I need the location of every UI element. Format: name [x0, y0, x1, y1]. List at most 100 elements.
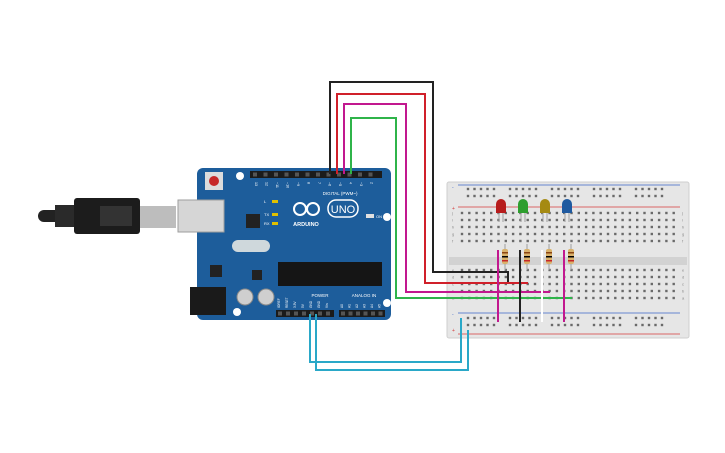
- breadboard-hole[interactable]: [511, 275, 515, 279]
- rail-hole[interactable]: [576, 194, 580, 198]
- led-blue[interactable]: [562, 199, 572, 213]
- power-pin-socket[interactable]: [278, 311, 282, 316]
- breadboard-hole[interactable]: [599, 232, 602, 236]
- breadboard-hole[interactable]: [584, 282, 588, 286]
- breadboard-hole[interactable]: [490, 225, 493, 229]
- breadboard-hole[interactable]: [570, 275, 573, 279]
- rail-hole[interactable]: [473, 323, 476, 327]
- breadboard-hole[interactable]: [533, 211, 537, 215]
- breadboard-hole[interactable]: [672, 239, 675, 243]
- rail-hole[interactable]: [486, 194, 489, 198]
- breadboard-hole[interactable]: [650, 289, 653, 293]
- breadboard-hole[interactable]: [657, 275, 661, 279]
- breadboard-hole[interactable]: [665, 275, 668, 279]
- breadboard-hole[interactable]: [650, 232, 653, 236]
- breadboard-hole[interactable]: [548, 282, 551, 286]
- breadboard-hole[interactable]: [504, 268, 507, 272]
- breadboard-hole[interactable]: [584, 232, 588, 236]
- breadboard-hole[interactable]: [563, 225, 566, 229]
- breadboard-hole[interactable]: [548, 218, 551, 222]
- breadboard-hole[interactable]: [475, 218, 478, 222]
- breadboard-hole[interactable]: [468, 232, 471, 236]
- breadboard-hole[interactable]: [482, 268, 486, 272]
- breadboard-hole[interactable]: [599, 239, 602, 243]
- power-pin-socket[interactable]: [286, 311, 290, 316]
- breadboard-hole[interactable]: [482, 211, 486, 215]
- breadboard-hole[interactable]: [490, 275, 493, 279]
- rail-hole[interactable]: [563, 194, 567, 198]
- rail-hole[interactable]: [647, 187, 651, 191]
- breadboard-hole[interactable]: [533, 268, 537, 272]
- breadboard-hole[interactable]: [511, 268, 515, 272]
- breadboard-hole[interactable]: [555, 289, 559, 293]
- breadboard-hole[interactable]: [665, 282, 668, 286]
- breadboard-hole[interactable]: [614, 225, 617, 229]
- breadboard-hole[interactable]: [563, 232, 566, 236]
- rail-hole[interactable]: [492, 316, 496, 320]
- breadboard-hole[interactable]: [584, 275, 588, 279]
- breadboard-hole[interactable]: [592, 275, 595, 279]
- rail-hole[interactable]: [641, 316, 644, 320]
- breadboard-hole[interactable]: [490, 268, 493, 272]
- breadboard-hole[interactable]: [526, 225, 529, 229]
- breadboard-hole[interactable]: [584, 211, 588, 215]
- breadboard-hole[interactable]: [665, 218, 668, 222]
- rail-hole[interactable]: [466, 323, 470, 327]
- breadboard-hole[interactable]: [628, 268, 632, 272]
- rail-hole[interactable]: [647, 323, 651, 327]
- rail-hole[interactable]: [654, 194, 657, 198]
- rail-hole[interactable]: [570, 187, 573, 191]
- digital-pin-socket[interactable]: [253, 172, 257, 177]
- rail-hole[interactable]: [618, 194, 622, 198]
- wire-magenta[interactable]: [343, 103, 550, 293]
- rail-hole[interactable]: [492, 187, 496, 191]
- breadboard-hole[interactable]: [570, 218, 573, 222]
- rail-hole[interactable]: [550, 194, 554, 198]
- breadboard-hole[interactable]: [636, 211, 639, 215]
- rail-hole[interactable]: [515, 194, 518, 198]
- rail-hole[interactable]: [634, 194, 638, 198]
- breadboard-hole[interactable]: [657, 282, 661, 286]
- rail-hole[interactable]: [660, 316, 664, 320]
- rail-hole[interactable]: [508, 316, 512, 320]
- rail-hole[interactable]: [576, 316, 580, 320]
- rail-hole[interactable]: [592, 316, 596, 320]
- rail-hole[interactable]: [599, 323, 602, 327]
- breadboard-hole[interactable]: [672, 268, 675, 272]
- breadboard-hole[interactable]: [482, 218, 486, 222]
- breadboard-hole[interactable]: [614, 282, 617, 286]
- breadboard-hole[interactable]: [475, 239, 478, 243]
- breadboard-hole[interactable]: [614, 268, 617, 272]
- breadboard-hole[interactable]: [650, 239, 653, 243]
- analog-pin-socket[interactable]: [378, 311, 383, 316]
- rail-hole[interactable]: [521, 323, 525, 327]
- breadboard-hole[interactable]: [650, 268, 653, 272]
- breadboard-hole[interactable]: [628, 282, 632, 286]
- breadboard-hole[interactable]: [577, 289, 580, 293]
- breadboard-hole[interactable]: [643, 282, 646, 286]
- breadboard-hole[interactable]: [599, 296, 602, 300]
- rail-hole[interactable]: [508, 187, 512, 191]
- rail-hole[interactable]: [479, 194, 483, 198]
- breadboard-hole[interactable]: [672, 282, 675, 286]
- breadboard-hole[interactable]: [672, 296, 675, 300]
- breadboard-hole[interactable]: [519, 232, 522, 236]
- breadboard-hole[interactable]: [533, 218, 537, 222]
- breadboard-hole[interactable]: [490, 211, 493, 215]
- rail-hole[interactable]: [592, 323, 596, 327]
- rail-hole[interactable]: [570, 323, 573, 327]
- breadboard-hole[interactable]: [533, 232, 537, 236]
- digital-pin-socket[interactable]: [316, 172, 320, 177]
- breadboard-hole[interactable]: [584, 268, 588, 272]
- breadboard-hole[interactable]: [460, 225, 464, 229]
- breadboard-hole[interactable]: [614, 232, 617, 236]
- power-pin-socket[interactable]: [310, 311, 314, 316]
- rail-hole[interactable]: [473, 316, 476, 320]
- wire-cyan-gnd[interactable]: [309, 314, 462, 363]
- breadboard-hole[interactable]: [548, 239, 551, 243]
- breadboard-hole[interactable]: [599, 275, 602, 279]
- breadboard-hole[interactable]: [592, 289, 595, 293]
- rail-hole[interactable]: [479, 187, 483, 191]
- breadboard-hole[interactable]: [460, 268, 464, 272]
